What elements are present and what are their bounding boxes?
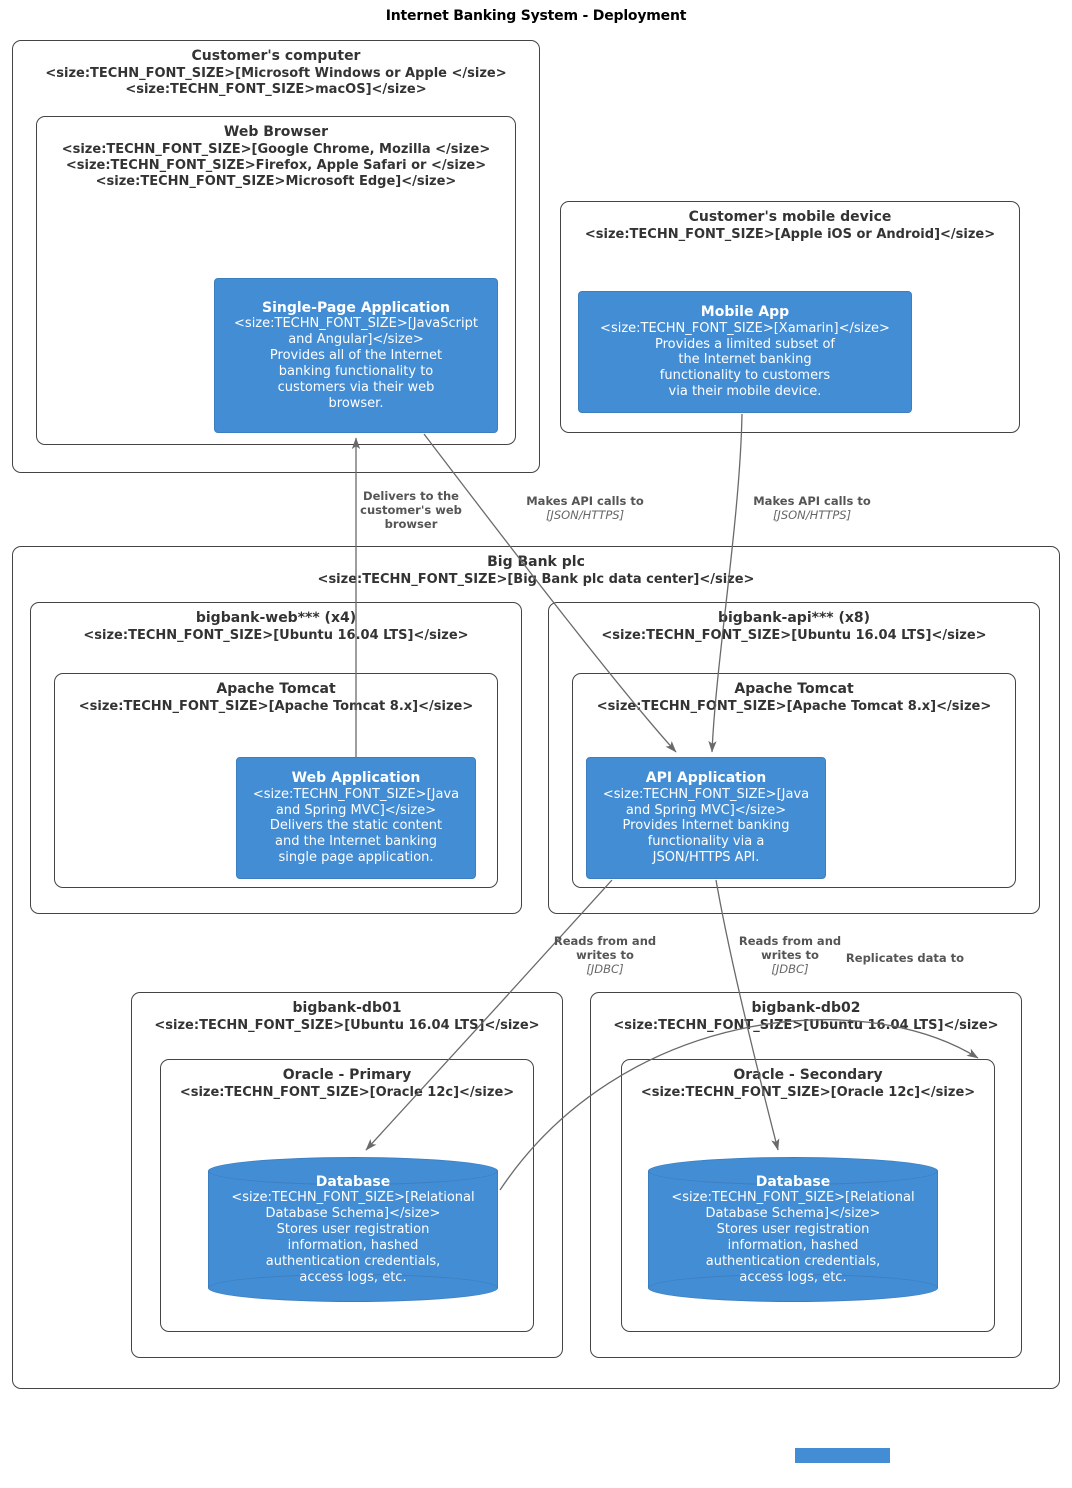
node-bigbank-web-name: bigbank-web*** (x4) bbox=[195, 610, 357, 626]
element-mobile-app[interactable]: Mobile App <size:TECHN_FONT_SIZE>[Xamari… bbox=[578, 291, 912, 413]
node-oracle-primary-name: Oracle - Primary bbox=[282, 1067, 412, 1083]
element-database-primary-desc: Stores user registration information, ha… bbox=[265, 1222, 441, 1285]
cylinder-bottom-ellipse bbox=[648, 1274, 938, 1302]
element-database-secondary-desc: Stores user registration information, ha… bbox=[705, 1222, 881, 1285]
edge-label-spa-makes-api-calls: Makes API calls to [JSON/HTTPS] bbox=[495, 494, 675, 522]
edge-label-api-reads-writes-secondary: Reads from and writes to [JDBC] bbox=[705, 934, 875, 976]
element-database-secondary-text: Database <size:TECHN_FONT_SIZE>[Relation… bbox=[648, 1157, 938, 1302]
node-bigbank-db02-name: bigbank-db02 bbox=[751, 1000, 861, 1016]
node-customers-computer-tech: <size:TECHN_FONT_SIZE>[Microsoft Windows… bbox=[45, 65, 507, 97]
node-oracle-secondary-tech: <size:TECHN_FONT_SIZE>[Oracle 12c]</size… bbox=[640, 1084, 976, 1100]
element-api-application-desc: Provides Internet banking functionality … bbox=[622, 818, 790, 866]
node-web-browser-header: Web Browser <size:TECHN_FONT_SIZE>[Googl… bbox=[37, 124, 515, 190]
element-single-page-application-name: Single-Page Application bbox=[262, 299, 450, 316]
node-apache-tomcat-api-tech: <size:TECHN_FONT_SIZE>[Apache Tomcat 8.x… bbox=[596, 698, 992, 714]
edge-label-api-reads-writes-primary: Reads from and writes to [JDBC] bbox=[520, 934, 690, 976]
node-customers-mobile-device-header: Customer's mobile device <size:TECHN_FON… bbox=[561, 209, 1019, 243]
node-customers-mobile-device-tech: <size:TECHN_FONT_SIZE>[Apple iOS or Andr… bbox=[584, 226, 996, 242]
node-bigbank-db02-tech: <size:TECHN_FONT_SIZE>[Ubuntu 16.04 LTS]… bbox=[613, 1017, 999, 1033]
edge-label-replicates-data-to: Replicates data to bbox=[845, 951, 965, 965]
node-web-browser-name: Web Browser bbox=[223, 124, 329, 140]
cylinder-side-right bbox=[937, 1171, 938, 1288]
node-apache-tomcat-web-tech: <size:TECHN_FONT_SIZE>[Apache Tomcat 8.x… bbox=[78, 698, 474, 714]
node-bigbank-db01-name: bigbank-db01 bbox=[292, 1000, 402, 1016]
element-database-primary-tech: <size:TECHN_FONT_SIZE>[Relational Databa… bbox=[231, 1190, 475, 1222]
element-api-application-tech: <size:TECHN_FONT_SIZE>[Java and Spring M… bbox=[602, 786, 810, 818]
element-database-primary-name: Database bbox=[315, 1173, 391, 1190]
element-single-page-application-desc: Provides all of the Internet banking fun… bbox=[269, 348, 443, 411]
node-apache-tomcat-api-header: Apache Tomcat <size:TECHN_FONT_SIZE>[Apa… bbox=[573, 681, 1015, 715]
node-apache-tomcat-api-name: Apache Tomcat bbox=[734, 681, 854, 697]
element-single-page-application-tech: <size:TECHN_FONT_SIZE>[JavaScript and An… bbox=[234, 316, 478, 348]
node-bigbank-web-tech: <size:TECHN_FONT_SIZE>[Ubuntu 16.04 LTS]… bbox=[83, 627, 469, 643]
element-mobile-app-name: Mobile App bbox=[700, 303, 790, 320]
edge-label-api-reads-writes-primary-tech: [JDBC] bbox=[586, 962, 624, 977]
cylinder-bottom-ellipse bbox=[208, 1274, 498, 1302]
node-bigbank-db01-header: bigbank-db01 <size:TECHN_FONT_SIZE>[Ubun… bbox=[132, 1000, 562, 1034]
node-bigbank-api-name: bigbank-api*** (x8) bbox=[717, 610, 871, 626]
element-mobile-app-desc: Provides a limited subset of the Interne… bbox=[655, 336, 835, 400]
node-customers-computer-header: Customer's computer <size:TECHN_FONT_SIZ… bbox=[13, 48, 539, 98]
edge-label-mobile-makes-api-calls-tech: [JSON/HTTPS] bbox=[772, 508, 852, 523]
element-web-application-tech: <size:TECHN_FONT_SIZE>[Java and Spring M… bbox=[252, 786, 460, 818]
cylinder-top-ellipse bbox=[208, 1157, 498, 1185]
element-web-application[interactable]: Web Application <size:TECHN_FONT_SIZE>[J… bbox=[236, 757, 476, 879]
element-database-primary[interactable]: Database <size:TECHN_FONT_SIZE>[Relation… bbox=[208, 1157, 498, 1302]
edge-label-delivers-to-browser: Delivers to the customer's web browser bbox=[360, 489, 462, 532]
element-api-application[interactable]: API Application <size:TECHN_FONT_SIZE>[J… bbox=[586, 757, 826, 879]
element-web-application-name: Web Application bbox=[291, 769, 421, 786]
cylinder-side-left bbox=[648, 1171, 649, 1288]
node-big-bank-plc-name: Big Bank plc bbox=[487, 554, 585, 570]
cylinder-side-right bbox=[497, 1171, 498, 1288]
element-database-secondary-tech: <size:TECHN_FONT_SIZE>[Relational Databa… bbox=[671, 1190, 915, 1222]
edge-label-spa-makes-api-calls-tech: [JSON/HTTPS] bbox=[545, 508, 625, 523]
node-apache-tomcat-web-header: Apache Tomcat <size:TECHN_FONT_SIZE>[Apa… bbox=[55, 681, 497, 715]
element-mobile-app-tech: <size:TECHN_FONT_SIZE>[Xamarin]</size> bbox=[600, 320, 890, 336]
element-single-page-application[interactable]: Single-Page Application <size:TECHN_FONT… bbox=[214, 278, 498, 433]
node-oracle-secondary-header: Oracle - Secondary <size:TECHN_FONT_SIZE… bbox=[622, 1067, 994, 1101]
node-web-browser-tech: <size:TECHN_FONT_SIZE>[Google Chrome, Mo… bbox=[61, 141, 491, 190]
node-bigbank-db01-tech: <size:TECHN_FONT_SIZE>[Ubuntu 16.04 LTS]… bbox=[154, 1017, 540, 1033]
element-web-application-desc: Delivers the static content and the Inte… bbox=[269, 818, 443, 866]
edge-label-mobile-makes-api-calls-text: Makes API calls to bbox=[753, 494, 871, 508]
cylinder-body bbox=[648, 1171, 938, 1288]
node-oracle-primary-tech: <size:TECHN_FONT_SIZE>[Oracle 12c]</size… bbox=[179, 1084, 515, 1100]
node-bigbank-api-tech: <size:TECHN_FONT_SIZE>[Ubuntu 16.04 LTS]… bbox=[601, 627, 987, 643]
legend-color-swatch bbox=[795, 1448, 890, 1463]
cylinder-body bbox=[208, 1171, 498, 1288]
edge-label-api-reads-writes-primary-text: Reads from and writes to bbox=[553, 934, 657, 963]
edge-label-spa-makes-api-calls-text: Makes API calls to bbox=[526, 494, 644, 508]
node-big-bank-plc-tech: <size:TECHN_FONT_SIZE>[Big Bank plc data… bbox=[317, 571, 755, 587]
element-database-secondary[interactable]: Database <size:TECHN_FONT_SIZE>[Relation… bbox=[648, 1157, 938, 1302]
node-bigbank-db02-header: bigbank-db02 <size:TECHN_FONT_SIZE>[Ubun… bbox=[591, 1000, 1021, 1034]
element-api-application-name: API Application bbox=[645, 769, 767, 786]
node-big-bank-plc-header: Big Bank plc <size:TECHN_FONT_SIZE>[Big … bbox=[13, 554, 1059, 588]
edge-label-api-reads-writes-secondary-tech: [JDBC] bbox=[771, 962, 809, 977]
node-customers-mobile-device-name: Customer's mobile device bbox=[688, 209, 892, 225]
node-oracle-secondary-name: Oracle - Secondary bbox=[733, 1067, 883, 1083]
node-bigbank-api-header: bigbank-api*** (x8) <size:TECHN_FONT_SIZ… bbox=[549, 610, 1039, 644]
node-customers-computer-name: Customer's computer bbox=[191, 48, 361, 64]
edge-label-mobile-makes-api-calls: Makes API calls to [JSON/HTTPS] bbox=[722, 494, 902, 522]
edge-label-api-reads-writes-secondary-text: Reads from and writes to bbox=[738, 934, 842, 963]
node-bigbank-web-header: bigbank-web*** (x4) <size:TECHN_FONT_SIZ… bbox=[31, 610, 521, 644]
element-database-secondary-name: Database bbox=[755, 1173, 831, 1190]
element-database-primary-text: Database <size:TECHN_FONT_SIZE>[Relation… bbox=[208, 1157, 498, 1302]
node-oracle-primary-header: Oracle - Primary <size:TECHN_FONT_SIZE>[… bbox=[161, 1067, 533, 1101]
page-title: Internet Banking System - Deployment bbox=[385, 8, 687, 24]
cylinder-side-left bbox=[208, 1171, 209, 1288]
node-apache-tomcat-web-name: Apache Tomcat bbox=[216, 681, 336, 697]
